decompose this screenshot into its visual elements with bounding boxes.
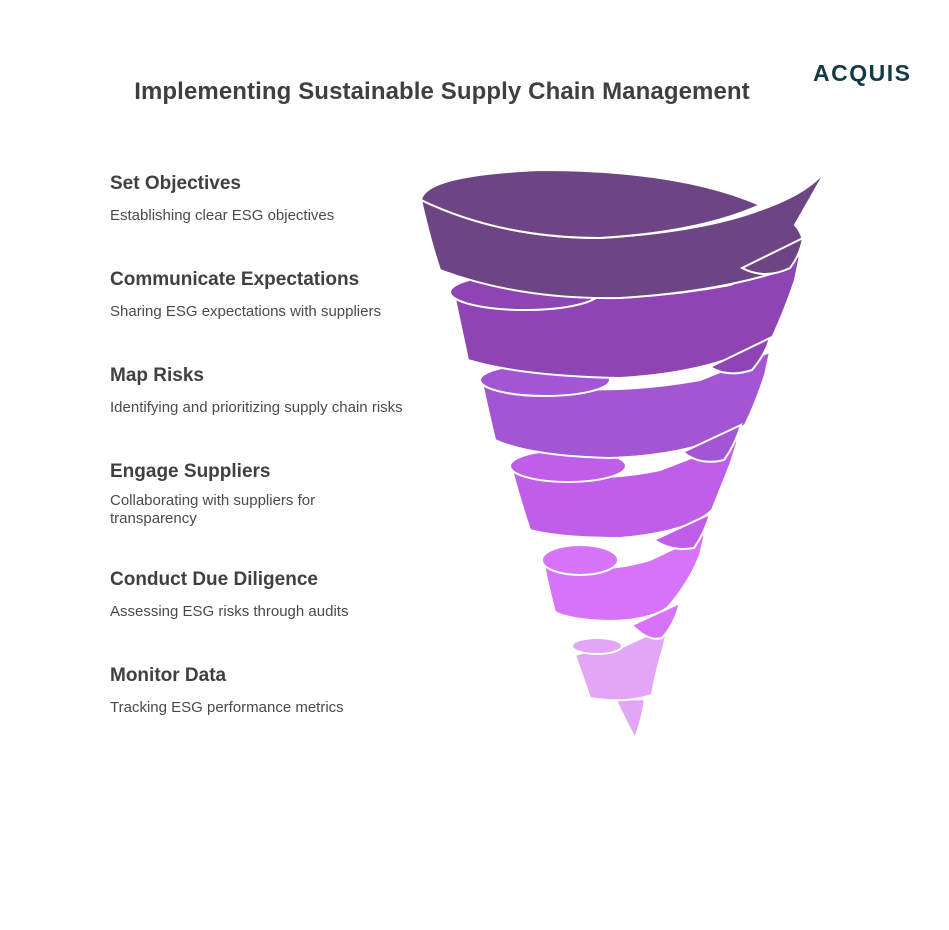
step-monitor-data: Monitor Data Tracking ESG performance me… bbox=[110, 665, 420, 717]
funnel-band-engage-suppliers-tail bbox=[651, 512, 712, 550]
funnel-tip bbox=[614, 697, 647, 741]
step-title: Set Objectives bbox=[110, 173, 241, 194]
step-title: Monitor Data bbox=[110, 665, 227, 686]
step-title: Engage Suppliers bbox=[110, 461, 271, 482]
step-description: Assessing ESG risks through audits bbox=[110, 603, 349, 620]
page-title: Implementing Sustainable Supply Chain Ma… bbox=[134, 78, 750, 105]
step-set-objectives: Set Objectives Establishing clear ESG ob… bbox=[110, 173, 420, 225]
step-description: Establishing clear ESG objectives bbox=[110, 207, 335, 224]
step-engage-suppliers: Engage Suppliers Collaborating with supp… bbox=[110, 461, 420, 528]
step-description: Sharing ESG expectations with suppliers bbox=[110, 303, 381, 320]
funnel-band-due-diligence-rim bbox=[541, 544, 619, 576]
funnel-band-due-diligence-tail bbox=[630, 601, 682, 640]
step-title: Conduct Due Diligence bbox=[110, 569, 318, 590]
step-communicate-expectations: Communicate Expectations Sharing ESG exp… bbox=[110, 269, 420, 321]
funnel-band-monitor-data-rim bbox=[571, 637, 623, 655]
funnel-band-communicate-expectations-tail bbox=[707, 336, 772, 375]
funnel-band-set-objectives-rim bbox=[419, 168, 763, 240]
funnel-band-map-risks-tail bbox=[681, 423, 743, 463]
step-conduct-due-diligence: Conduct Due Diligence Assessing ESG risk… bbox=[110, 569, 420, 621]
step-description: Identifying and prioritizing supply chai… bbox=[110, 399, 403, 416]
step-description: Tracking ESG performance metrics bbox=[110, 699, 344, 716]
step-map-risks: Map Risks Identifying and prioritizing s… bbox=[110, 365, 420, 417]
step-title: Communicate Expectations bbox=[110, 269, 360, 290]
acquis-logo: ACQUIS bbox=[813, 60, 912, 86]
step-title: Map Risks bbox=[110, 365, 204, 386]
step-description: Collaborating with suppliers for transpa… bbox=[110, 492, 316, 527]
funnel-band-set-objectives-tail bbox=[739, 236, 805, 275]
